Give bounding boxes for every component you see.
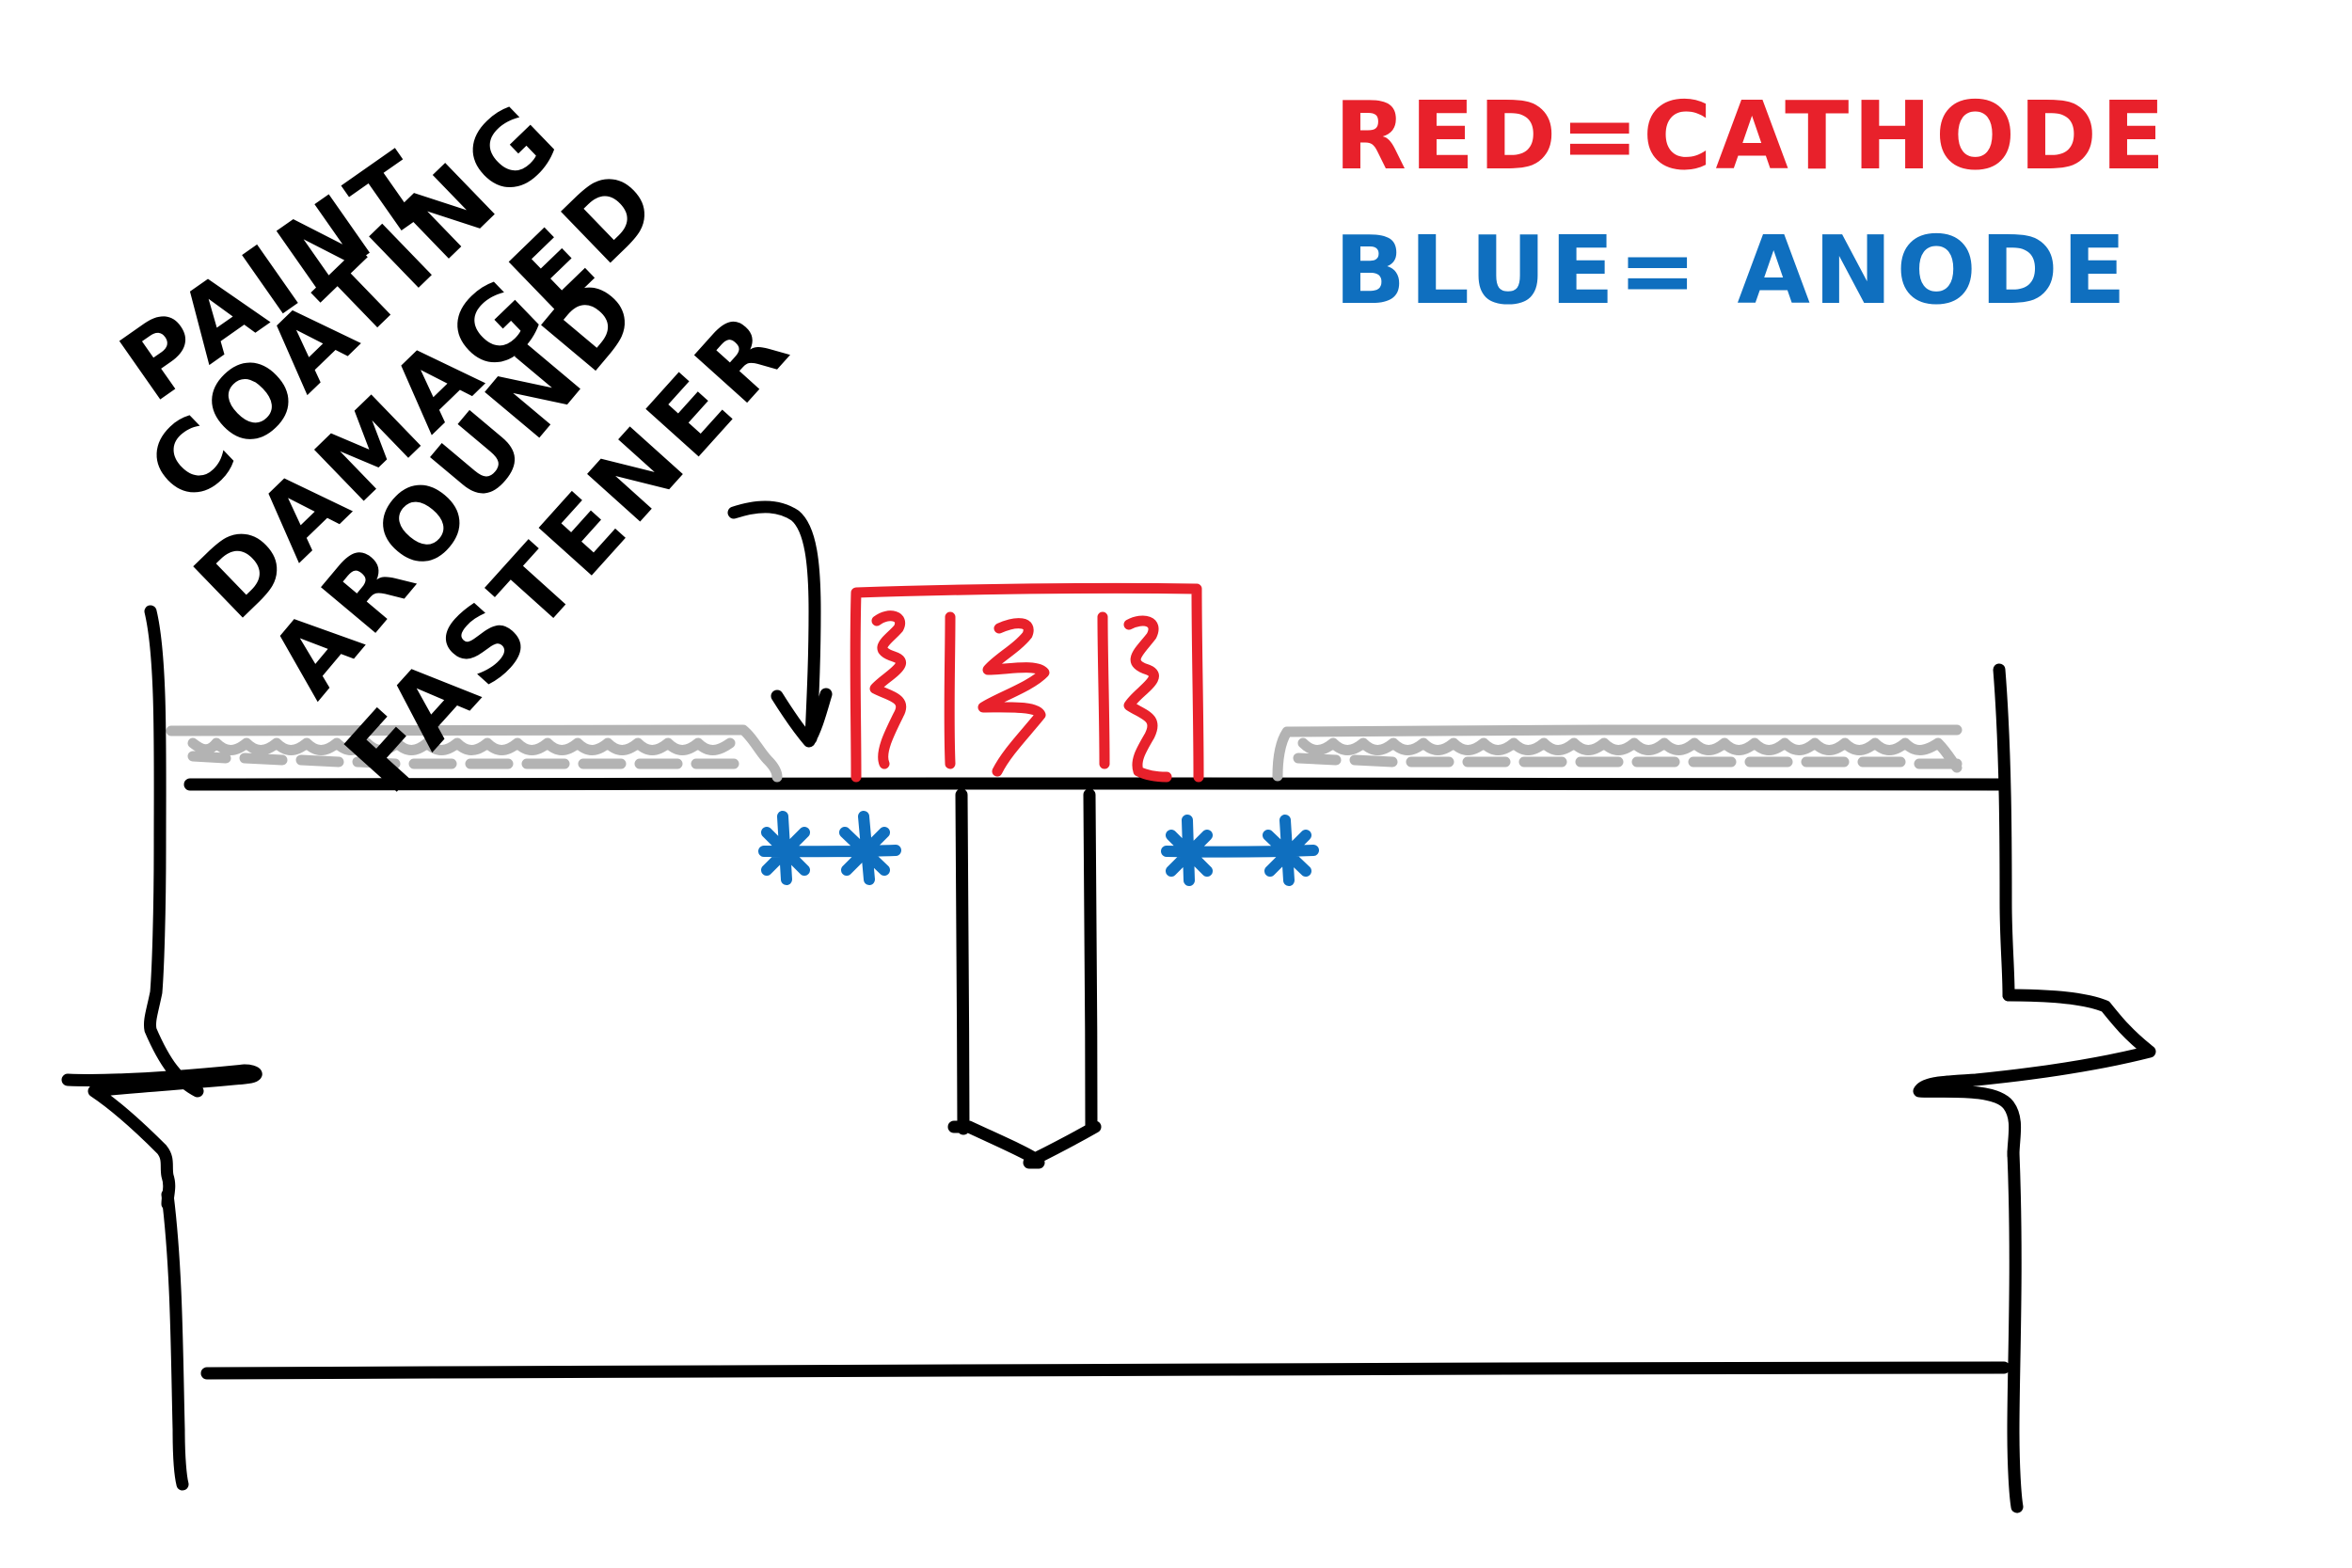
fastener-head-hatch-3 xyxy=(1123,615,1172,783)
fastener-head-divider-2 xyxy=(1097,611,1110,769)
panel-left-edge-upper xyxy=(144,605,204,1098)
fastener-tip xyxy=(947,1120,1102,1169)
fastener-head-hatch-1 xyxy=(869,610,907,769)
anode-marks xyxy=(758,811,1319,886)
fastener-shank-left xyxy=(955,788,970,1135)
pointer-arrow xyxy=(727,500,821,745)
fastener-head-cathode xyxy=(850,582,1204,783)
paint-coating-right xyxy=(1272,724,1963,782)
panel-bottom-line xyxy=(200,1361,2010,1380)
anode-mark-left xyxy=(758,811,901,885)
paint-coating-left xyxy=(166,724,783,783)
paint-coating xyxy=(166,724,1963,783)
anode-mark-right xyxy=(1161,815,1319,886)
fastener-head-divider-1 xyxy=(944,611,956,769)
panel-right-edge-lower xyxy=(2007,1146,2024,1513)
panel-left-break xyxy=(61,1064,262,1211)
fastener-head-outline xyxy=(850,582,1204,783)
legend-cathode-label: RED=CATHODE xyxy=(1334,81,2169,191)
legend-anode-label: BLUE= ANODE xyxy=(1334,215,2130,325)
metal-panel xyxy=(61,500,2156,1513)
panel-right-break xyxy=(1913,989,2156,1162)
panel-left-edge-lower xyxy=(161,1188,189,1491)
fastener-shank-right xyxy=(1083,788,1098,1135)
fastener-head-hatch-2 xyxy=(977,618,1050,777)
panel-right-edge-upper xyxy=(1993,663,2015,1002)
pointer-arrowhead xyxy=(771,688,833,748)
